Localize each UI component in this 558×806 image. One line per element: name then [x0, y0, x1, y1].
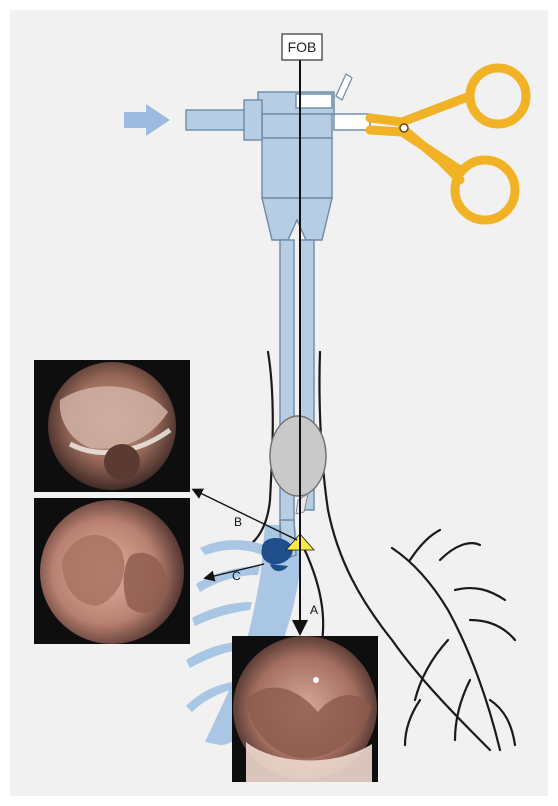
fob-label: FOB [288, 39, 317, 55]
arrow-label-c: C [232, 569, 241, 583]
port-neck [244, 100, 262, 140]
arrow-label-a: A [310, 603, 318, 617]
bronchoscopy-view-top [34, 360, 190, 492]
forceps-hinge [400, 124, 408, 132]
bronchoscopy-view-bottom [232, 636, 378, 782]
clamp-port-cap [296, 94, 332, 108]
tracheal-cuff [270, 416, 326, 496]
clamp-port [334, 114, 370, 130]
arrow-label-b: B [234, 515, 242, 529]
bronchoscopy-view-middle [34, 498, 190, 644]
